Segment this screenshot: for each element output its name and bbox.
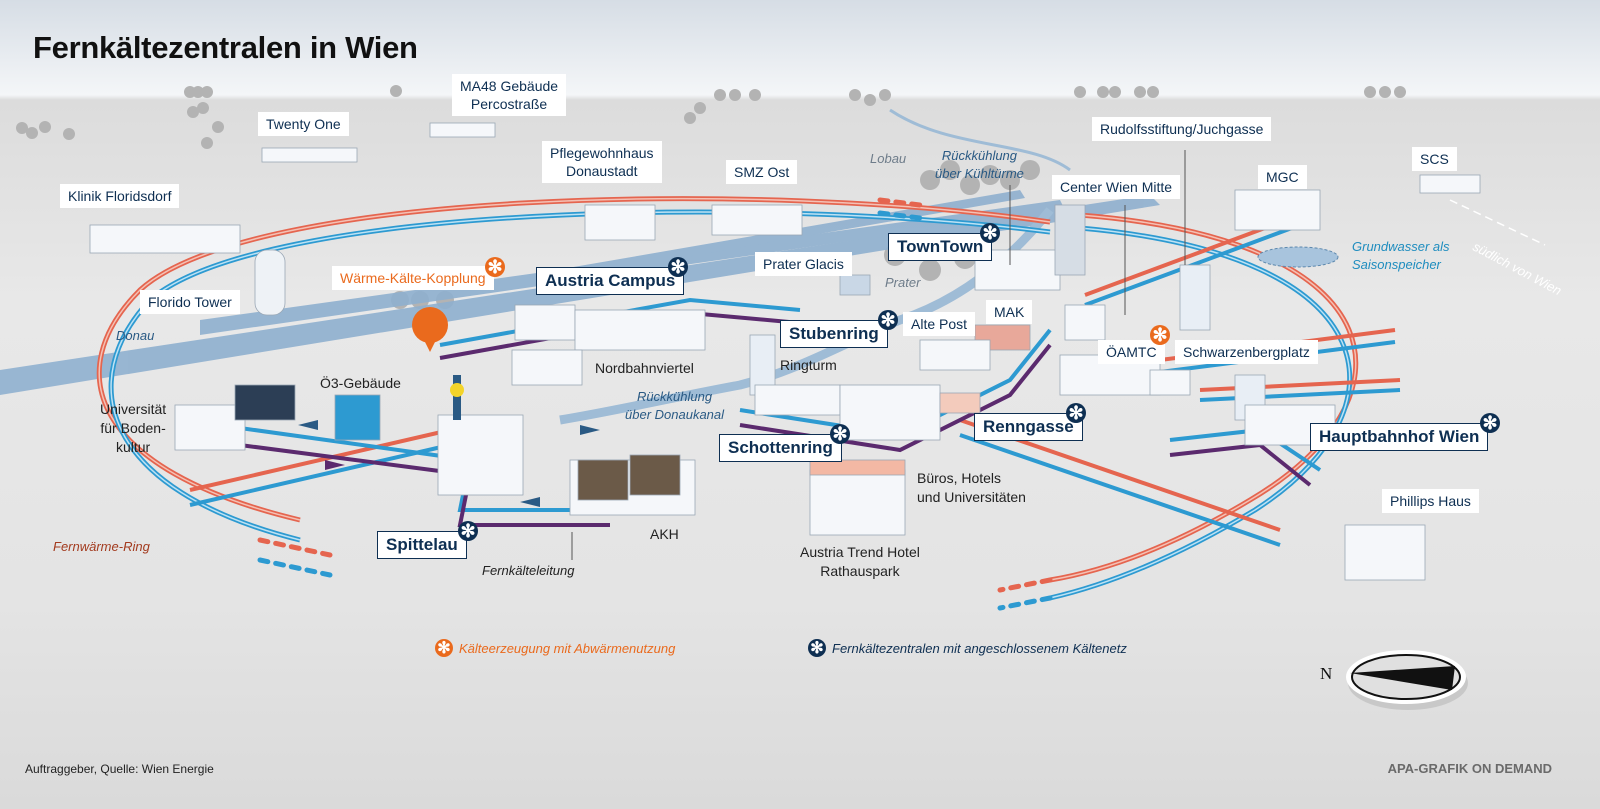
annotation-donaukanal-line1: Rückkühlung (636, 389, 713, 404)
annotation-rueckkuehlung-kuehltuerme: Rückkühlung über Kühltürme (935, 147, 1024, 183)
label-ma48-line1: MA48 Gebäude (460, 78, 559, 94)
legend-item-kaeltenetz: ✻ Fernkältezentralen mit angeschlossenem… (808, 639, 1127, 657)
central-hauptbahnhof: Hauptbahnhof Wien (1310, 423, 1489, 451)
suedlich-arrow (1449, 199, 1546, 246)
spittelau-chimney (450, 375, 464, 420)
label-bueros-line2: und Universitäten (917, 489, 1026, 505)
credit-note: APA-GRAFIK ON DEMAND (1387, 761, 1552, 776)
annotation-grundwasser-line1: Grundwasser als (1352, 239, 1450, 254)
navy-star-icon: ✻ (1066, 403, 1086, 423)
central-austria-campus: Austria Campus (536, 267, 685, 295)
navy-star-icon: ✻ (458, 521, 478, 541)
label-schwarzenbergplatz: Schwarzenbergplatz (1175, 340, 1318, 364)
annotation-fernkaelteleitung: Fernkälteleitung (482, 563, 575, 578)
label-pflegewohnhaus: Pflegewohnhaus Donaustadt (542, 141, 662, 183)
annotation-fernwaerme-ring: Fernwärme-Ring (53, 539, 150, 554)
label-bueros: Büros, Hotels und Universitäten (917, 469, 1026, 507)
label-florido-tower: Florido Tower (140, 290, 240, 314)
navy-star-icon: ✻ (808, 639, 826, 657)
label-smz-ost: SMZ Ost (726, 160, 798, 184)
buildings (89, 122, 1481, 581)
annotation-kuehl-line2: über Kühltürme (935, 166, 1024, 181)
legend-item-abwaerme: ✻ Kälteerzeugung mit Abwärmenutzung (435, 639, 675, 657)
compass-north-label: N (1320, 664, 1333, 683)
source-note: Auftraggeber, Quelle: Wien Energie (25, 762, 214, 776)
label-ma48: MA48 Gebäude Percostraße (452, 74, 567, 116)
ring-dashes (257, 197, 1053, 611)
label-oe3: Ö3-Gebäude (320, 375, 401, 391)
label-center-wien-mitte: Center Wien Mitte (1052, 175, 1181, 199)
label-ma48-line2: Percostraße (470, 96, 548, 112)
label-mak: MAK (986, 300, 1033, 324)
annotation-rueckkuehlung-donaukanal: Rückkühlung über Donaukanal (625, 388, 724, 424)
navy-star-icon: ✻ (668, 257, 688, 277)
central-towntown: TownTown (888, 233, 993, 261)
flow-arrows (298, 420, 600, 507)
annotation-donaukanal-line2: über Donaukanal (625, 407, 725, 422)
central-renngasse: Renngasse (974, 413, 1083, 441)
label-scs: SCS (1412, 147, 1457, 171)
label-waerme-kaelte-kopplung: Wärme-Kälte-Kopplung (332, 266, 494, 290)
label-nordbahnviertel: Nordbahnviertel (595, 360, 694, 376)
label-bueros-line1: Büros, Hotels (917, 470, 1002, 486)
label-pflegewohnhaus-line1: Pflegewohnhaus (550, 145, 654, 161)
annotation-lobau: Lobau (870, 151, 907, 166)
kopplung-marker (412, 307, 448, 352)
label-boku-line1: Universität (100, 401, 167, 417)
annotation-grundwasser: Grundwasser als Saisonspeicher (1352, 238, 1450, 274)
label-trend-line1: Austria Trend Hotel (800, 544, 920, 560)
navy-star-icon: ✻ (878, 310, 898, 330)
navy-star-icon: ✻ (830, 424, 850, 444)
label-pflegewohnhaus-line2: Donaustadt (565, 163, 638, 179)
label-phillips-haus: Phillips Haus (1382, 489, 1479, 513)
label-ringturm: Ringturm (780, 357, 837, 373)
central-stubenring: Stubenring (780, 320, 888, 348)
label-prater-glacis: Prater Glacis (755, 252, 852, 276)
label-austria-trend-hotel: Austria Trend Hotel Rathauspark (800, 543, 920, 581)
page-title: Fernkältezentralen in Wien (33, 30, 418, 65)
central-spittelau: Spittelau (377, 531, 467, 559)
annotation-grundwasser-line2: Saisonspeicher (1352, 257, 1441, 272)
label-twenty-one: Twenty One (258, 112, 349, 136)
label-boku-line2: für Boden- (100, 420, 166, 436)
annotation-kuehl-line1: Rückkühlung (941, 148, 1018, 163)
central-schottenring: Schottenring (719, 434, 842, 462)
legend-label: Fernkältezentralen mit angeschlossenem K… (832, 640, 1127, 656)
grundwasser (1257, 246, 1339, 268)
label-alte-post: Alte Post (903, 312, 976, 336)
label-boku-line3: kultur (115, 439, 151, 455)
orange-star-icon: ✻ (485, 257, 505, 277)
leader-lines (571, 150, 1186, 560)
orange-star-icon: ✻ (1150, 325, 1170, 345)
navy-star-icon: ✻ (980, 223, 1000, 243)
label-boku: Universität für Boden- kultur (100, 400, 166, 457)
label-mgc: MGC (1258, 165, 1307, 189)
navy-star-icon: ✻ (1480, 413, 1500, 433)
orange-star-icon: ✻ (435, 639, 453, 657)
river-lobau (889, 108, 1071, 172)
compass (1346, 650, 1468, 710)
label-akh: AKH (650, 526, 679, 542)
label-klinik-floridsdorf: Klinik Floridsdorf (60, 184, 180, 208)
annotation-donau: Donau (116, 328, 155, 343)
label-rudolfsstiftung: Rudolfsstiftung/Juchgasse (1092, 117, 1272, 141)
label-trend-line2: Rathauspark (820, 563, 900, 579)
annotation-prater: Prater (885, 275, 921, 290)
legend-label: Kälteerzeugung mit Abwärmenutzung (459, 640, 676, 656)
